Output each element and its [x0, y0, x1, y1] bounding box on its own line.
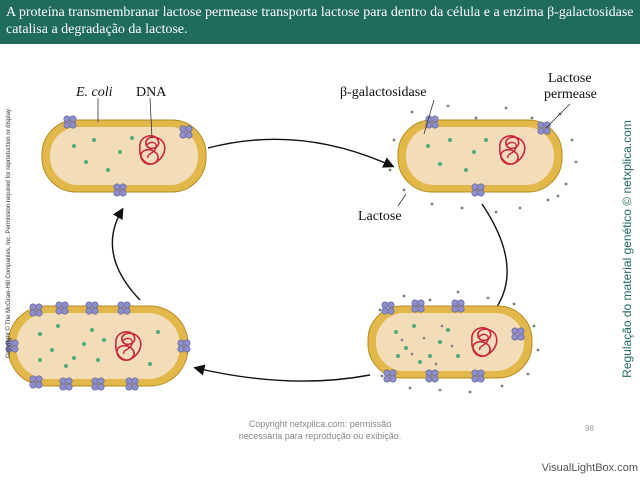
footer-line-2: necessária para reprodução ou exibição.: [238, 431, 402, 441]
enzyme-dot: [426, 138, 488, 172]
footer-line-1: Copyright netxplica.com: permissão: [248, 419, 392, 429]
cell-top-right: [388, 104, 578, 214]
cell-bottom-left: [5, 301, 191, 391]
side-credit: Copyright © The McGraw-Hill Companies, I…: [6, 107, 12, 359]
enzyme-dot: [38, 324, 160, 368]
enzyme-dot: [72, 136, 134, 172]
footer: Copyright netxplica.com: permissão neces…: [200, 418, 440, 442]
page-number: 98: [585, 424, 594, 433]
header-bar: A proteína transmembranar lactose permea…: [0, 0, 640, 44]
label-betagal: β-galactosidase: [340, 85, 426, 100]
cell-top-left: [41, 115, 207, 197]
cycle-arrow-bottom: [193, 364, 371, 382]
cell-bottom-right: [367, 290, 540, 394]
label-ecoli: E. coli: [75, 85, 113, 100]
label-dna: DNA: [136, 85, 167, 100]
leader-lines: [97, 97, 571, 207]
cycle-arrow-left: [111, 207, 141, 301]
watermark[interactable]: VisualLightBox.com: [541, 462, 638, 474]
label-lactose: Lactose: [358, 209, 402, 224]
slide-title: A proteína transmembranar lactose permea…: [6, 5, 634, 37]
side-title: Regulação do material genético © netxpli…: [620, 120, 634, 378]
cycle-arrow-top: [207, 138, 395, 168]
enzyme-dot: [394, 324, 460, 364]
lactose-dot: [400, 324, 454, 366]
